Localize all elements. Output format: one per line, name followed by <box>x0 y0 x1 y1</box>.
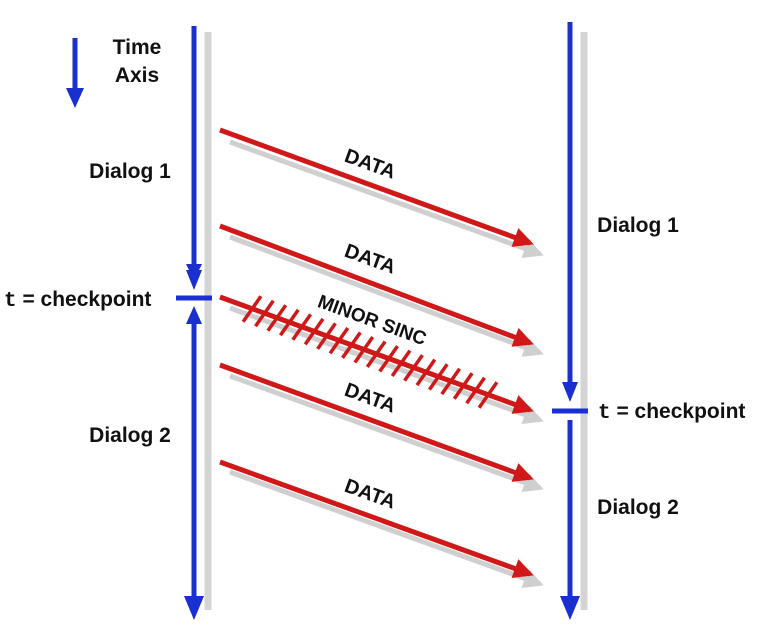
minor-sync-hatch-marks <box>241 295 499 409</box>
hatch-mark <box>427 363 449 391</box>
hatch-mark <box>278 308 300 337</box>
hatch-mark <box>403 354 424 382</box>
hatch-mark <box>241 295 263 323</box>
left-checkpoint-up-arrow <box>186 306 202 324</box>
hatch-mark <box>477 381 499 409</box>
hatch-mark <box>353 335 375 364</box>
data-arrow-1 <box>219 127 534 247</box>
hatch-mark <box>266 304 288 332</box>
data-arrow-2 <box>219 223 534 347</box>
time-axis-indicator: Time Axis <box>66 36 161 108</box>
left-dialog1-label: Dialog 1 <box>89 160 171 183</box>
right-dialog1-label: Dialog 1 <box>597 214 679 237</box>
hatch-mark <box>378 345 399 373</box>
hatch-mark <box>465 376 486 405</box>
left-labels: Dialog 1 t = checkpoint Dialog 2 <box>4 160 171 447</box>
data-arrow-3 <box>219 362 534 482</box>
left-dialog2-label: Dialog 2 <box>89 424 171 447</box>
right-checkpoint-label: t = checkpoint <box>598 400 745 425</box>
time-axis-label-line1: Time <box>113 36 162 59</box>
left-segment-arrowhead <box>186 270 202 290</box>
right-dialog2-label: Dialog 2 <box>597 496 679 519</box>
right-labels: Dialog 1 t = checkpoint Dialog 2 <box>597 214 745 519</box>
hatch-mark <box>415 358 437 387</box>
hatch-mark <box>452 372 474 400</box>
hatch-mark <box>328 326 350 355</box>
hatch-mark <box>341 331 362 359</box>
right-checkpoint-text: = checkpoint <box>611 400 746 423</box>
hatch-mark <box>316 322 337 350</box>
left-end-arrowhead <box>184 596 204 620</box>
left-checkpoint-label: t = checkpoint <box>4 288 151 313</box>
timeline-shadows <box>204 32 588 610</box>
hatch-mark <box>365 340 387 369</box>
hatch-mark <box>440 367 462 396</box>
left-timeline <box>176 26 212 620</box>
hatch-mark <box>291 313 313 341</box>
hatch-mark <box>390 349 412 378</box>
time-axis-arrow-head <box>66 88 84 108</box>
time-axis-label-line2: Axis <box>115 64 159 87</box>
right-end-arrowhead <box>560 596 580 620</box>
right-timeline <box>552 22 588 620</box>
left-checkpoint-text: = checkpoint <box>17 288 152 311</box>
right-segment-arrowhead <box>562 382 578 402</box>
right-checkpoint-t: t <box>598 402 611 425</box>
hatch-mark <box>254 299 275 328</box>
left-checkpoint-t: t <box>4 290 17 313</box>
data-arrow-4 <box>219 459 534 578</box>
hatch-mark <box>303 317 325 346</box>
